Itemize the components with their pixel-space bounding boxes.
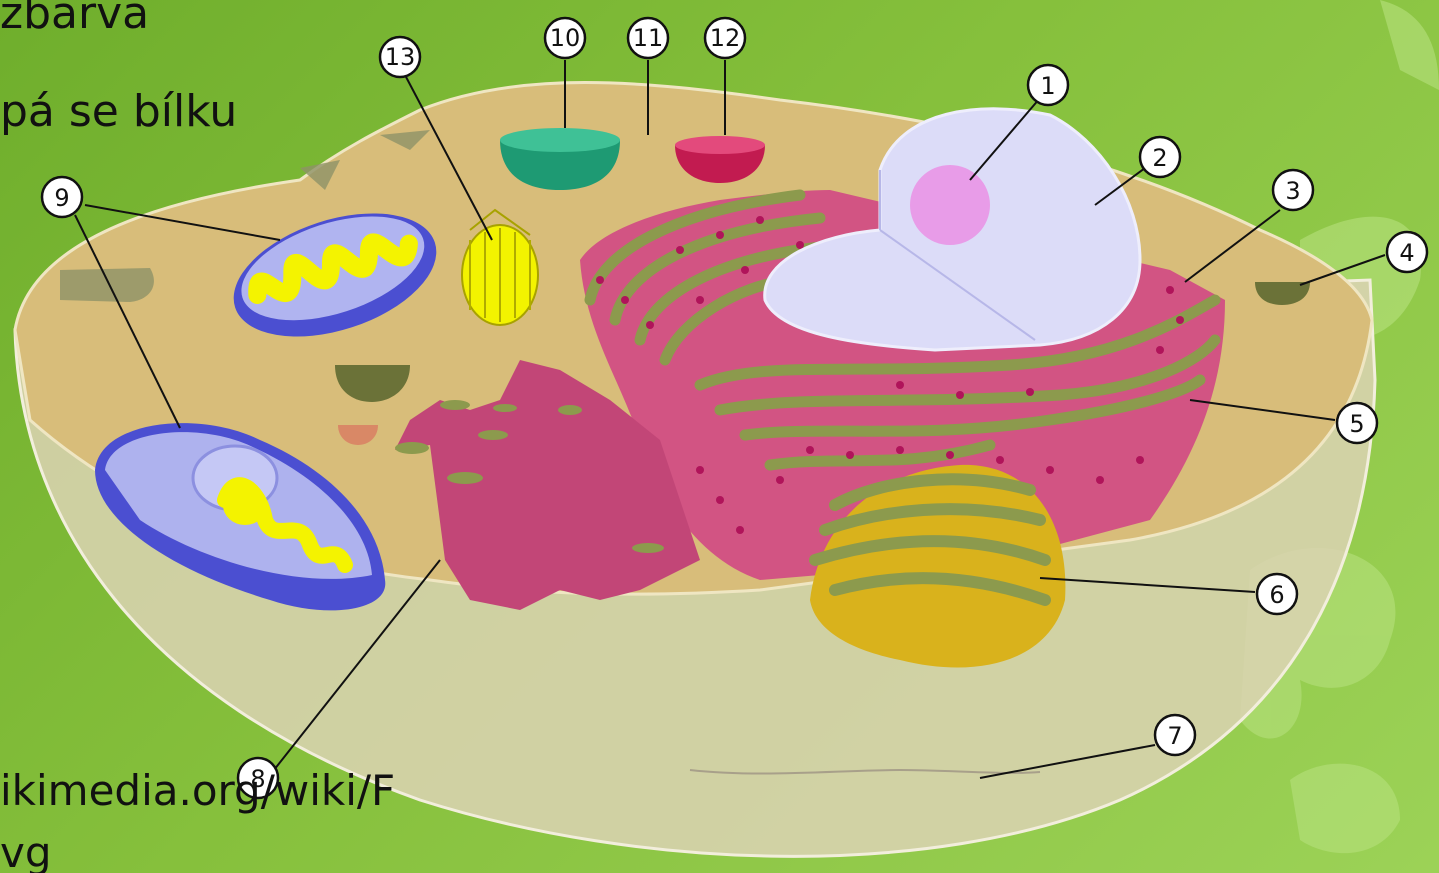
svg-text:7: 7 <box>1167 722 1182 750</box>
svg-text:4: 4 <box>1399 239 1414 267</box>
svg-text:12: 12 <box>710 24 741 52</box>
svg-text:1: 1 <box>1040 72 1055 100</box>
svg-text:5: 5 <box>1349 410 1364 438</box>
svg-text:10: 10 <box>550 24 581 52</box>
diagram-label-9: 9 <box>42 177 82 217</box>
svg-text:2: 2 <box>1152 144 1167 172</box>
diagram-label-11: 11 <box>628 18 668 58</box>
diagram-label-12: 12 <box>705 18 745 58</box>
diagram-label-10: 10 <box>545 18 585 58</box>
diagram-label-1: 1 <box>1028 65 1068 105</box>
source-url-line-1: ikimedia.org/wiki/F <box>0 770 395 812</box>
source-url-line-2: vg <box>0 832 52 873</box>
svg-text:3: 3 <box>1285 177 1300 205</box>
vesicle <box>60 268 154 302</box>
diagram-label-2: 2 <box>1140 137 1180 177</box>
diagram-label-7: 7 <box>1155 715 1195 755</box>
nucleolus <box>910 165 990 245</box>
svg-text:13: 13 <box>385 43 416 71</box>
diagram-label-5: 5 <box>1337 403 1377 443</box>
diagram-label-3: 3 <box>1273 170 1313 210</box>
svg-text:6: 6 <box>1269 581 1284 609</box>
diagram-label-4: 4 <box>1387 232 1427 272</box>
svg-text:11: 11 <box>633 24 664 52</box>
golgi-apparatus <box>810 465 1065 668</box>
svg-text:9: 9 <box>54 184 69 212</box>
diagram-label-13: 13 <box>380 37 420 77</box>
diagram-label-6: 6 <box>1257 574 1297 614</box>
